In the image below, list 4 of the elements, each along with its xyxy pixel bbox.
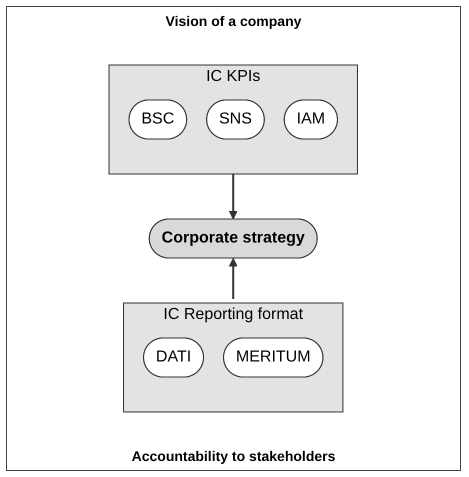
diagram-caption: Accountability to stakeholders: [132, 448, 336, 464]
arrow: [229, 174, 238, 220]
diagram-title: Vision of a company: [166, 13, 302, 29]
arrow: [229, 258, 238, 299]
